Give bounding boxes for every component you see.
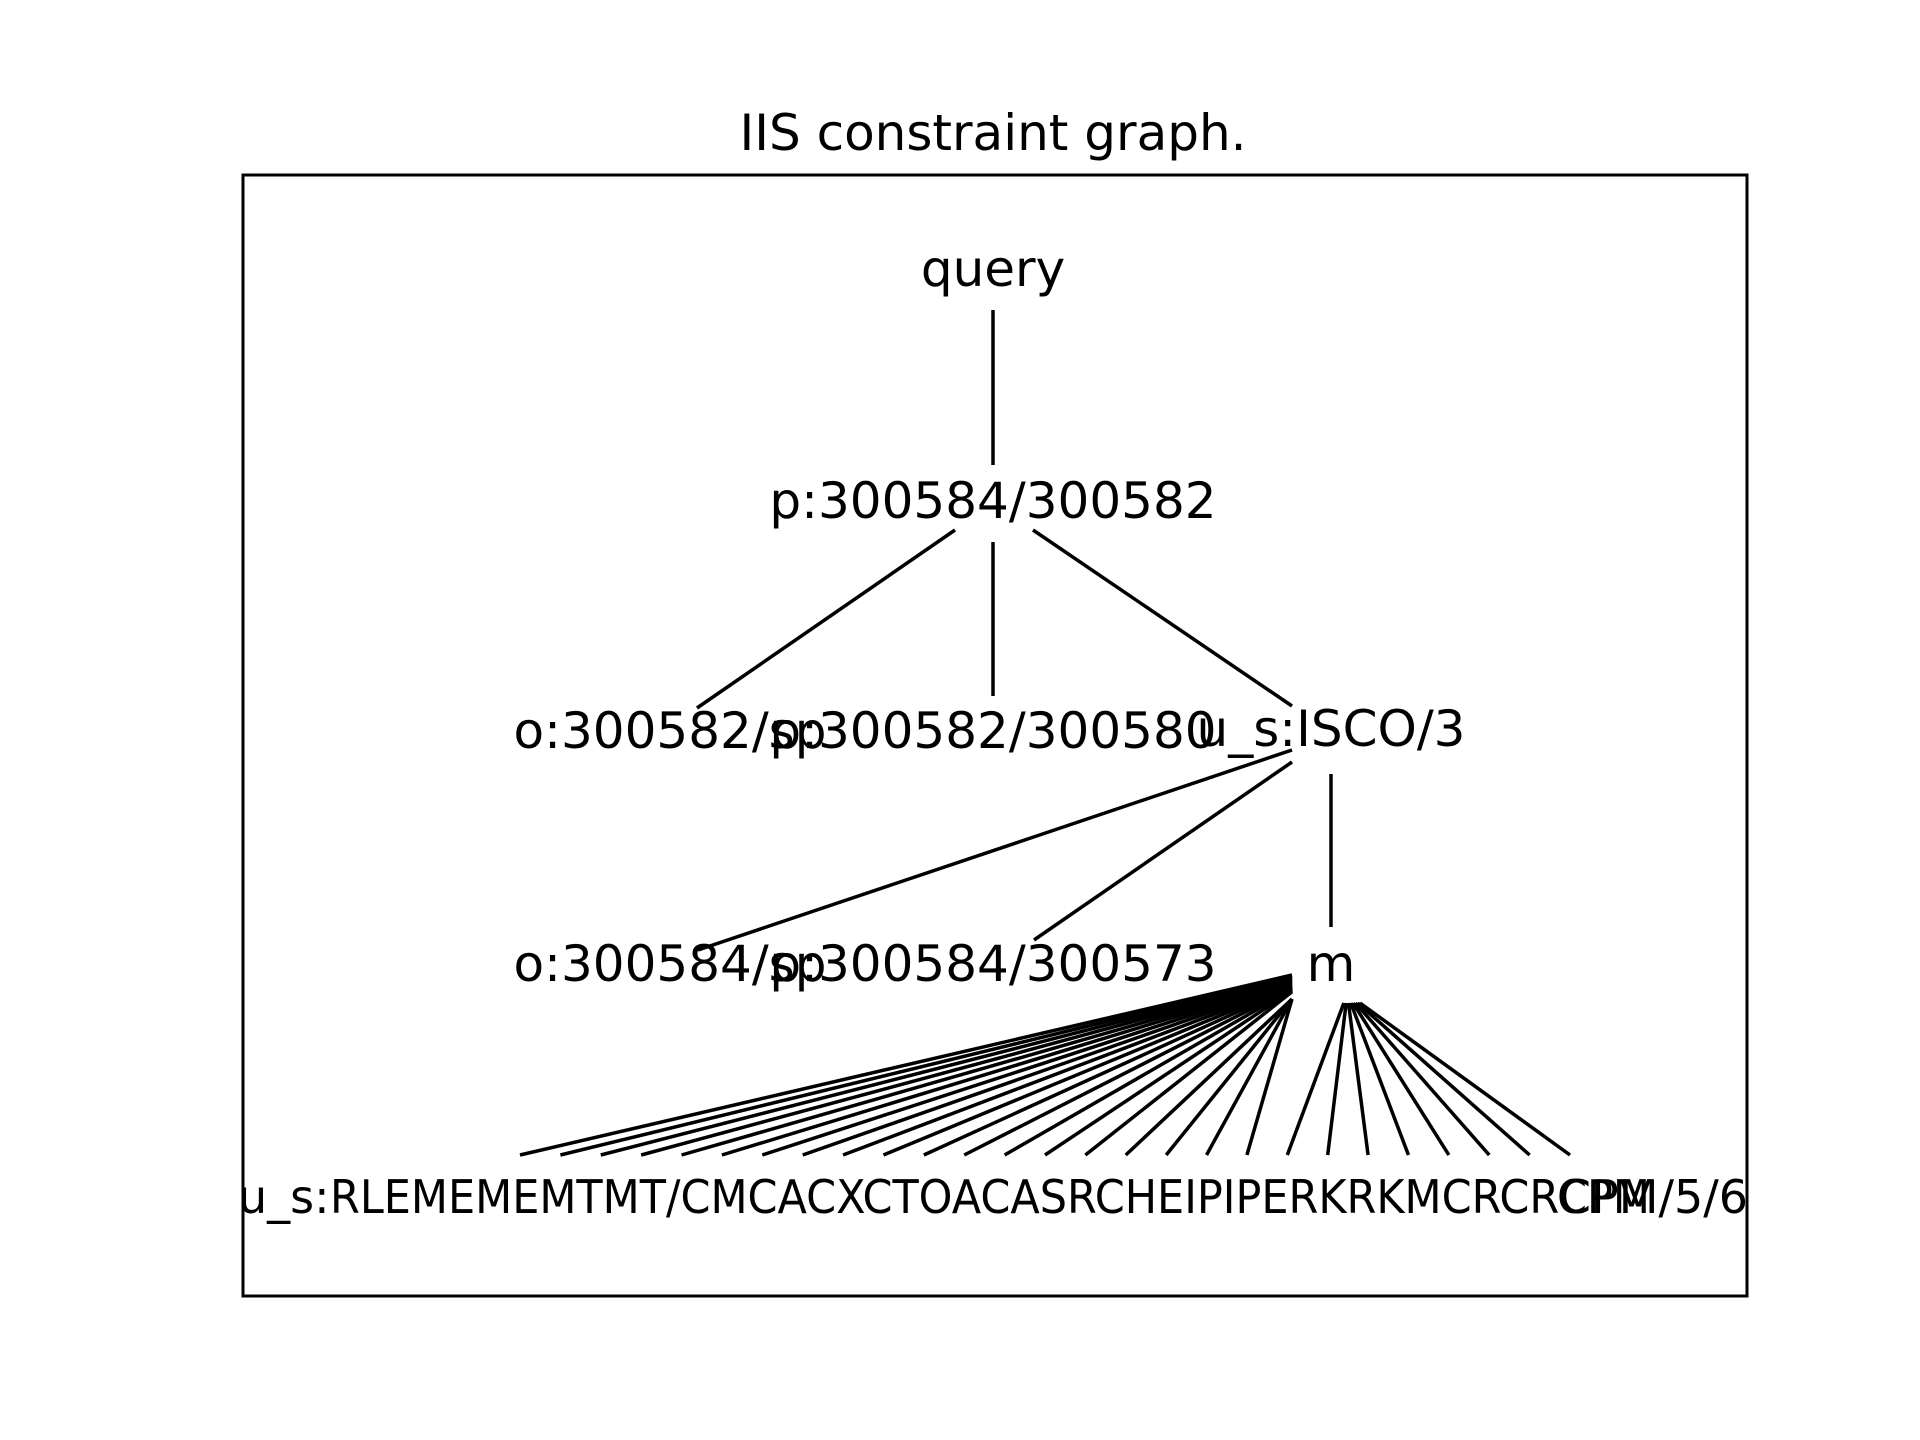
edge-m-leaf-10 [882, 984, 1293, 1157]
node-p-300584-300582: p:300584/300582 [769, 472, 1216, 530]
edge-m-leaf-4 [640, 976, 1293, 1157]
node-o-300582-sp: o:300582/sp [514, 702, 827, 760]
plot-frame [241, 173, 1749, 1298]
edge-m-leaf-1 [519, 973, 1293, 1157]
edge-p1-u1 [1032, 528, 1293, 708]
edge-m-leaf-8 [802, 981, 1293, 1157]
node-p-300582-300580: p:300582/300580 [769, 702, 1216, 760]
node-query: query [921, 240, 1065, 298]
edge-m-leaf-14 [1044, 989, 1293, 1157]
edge-m-leaf-23 [1349, 1002, 1411, 1156]
leaf-label-group: u_s: RLEMEMEMTMT/CMCACXCTOACASRCHEIPIPER… [238, 1170, 1748, 1224]
leaf-label-overlap: RLEMEMEMTMT/CMCACXCTOACASRCHEIPIPERKRKMC… [330, 1170, 1650, 1224]
edge-m-leaf-25 [1354, 1001, 1491, 1157]
edge-m-leaf-26 [1356, 1001, 1531, 1157]
edge-m-leaf-22 [1346, 1002, 1370, 1156]
leaf-label-left: u_s: [238, 1170, 330, 1224]
diagram-title: IIS constraint graph. [739, 104, 1246, 162]
edge-p1-o1 [696, 528, 956, 710]
edge-m-leaf-2 [559, 974, 1293, 1157]
edge-m-leaf-20 [1285, 1002, 1346, 1156]
edge-m-leaf-27 [1358, 1001, 1572, 1157]
node-o-300584-sp: o:300584/sp [514, 935, 827, 993]
edge-m-leaf-13 [1003, 987, 1293, 1157]
leaf-edge-fan [519, 973, 1572, 1157]
edge-m-leaf-19 [1245, 998, 1294, 1156]
edge-m-leaf-24 [1351, 1002, 1451, 1156]
node-u-s-isco-3: u_s:ISCO/3 [1197, 700, 1466, 758]
edge-u1-p3 [1033, 760, 1293, 942]
edge-m-leaf-18 [1205, 998, 1294, 1156]
edge-m-leaf-12 [963, 986, 1293, 1157]
edge-m-leaf-9 [842, 982, 1293, 1157]
node-m: m [1307, 935, 1356, 993]
edge-group [696, 310, 1333, 952]
edge-u1-o2 [697, 748, 1293, 952]
edge-m-leaf-15 [1084, 990, 1294, 1157]
node-p-300584-300573: p:300584/300573 [769, 935, 1216, 993]
edge-m-leaf-3 [600, 975, 1293, 1157]
edge-m-leaf-17 [1164, 997, 1294, 1157]
leaf-label-right: CPM/5/6 [1559, 1170, 1748, 1224]
edge-m-leaf-11 [923, 985, 1293, 1157]
edge-m-leaf-6 [721, 979, 1293, 1157]
edge-m-leaf-21 [1325, 1002, 1348, 1156]
edge-m-leaf-5 [681, 978, 1293, 1157]
edge-m-leaf-16 [1124, 997, 1294, 1157]
edge-m-leaf-7 [761, 980, 1293, 1157]
node-group: query p:300584/300582 o:300582/sp p:3005… [514, 240, 1466, 993]
